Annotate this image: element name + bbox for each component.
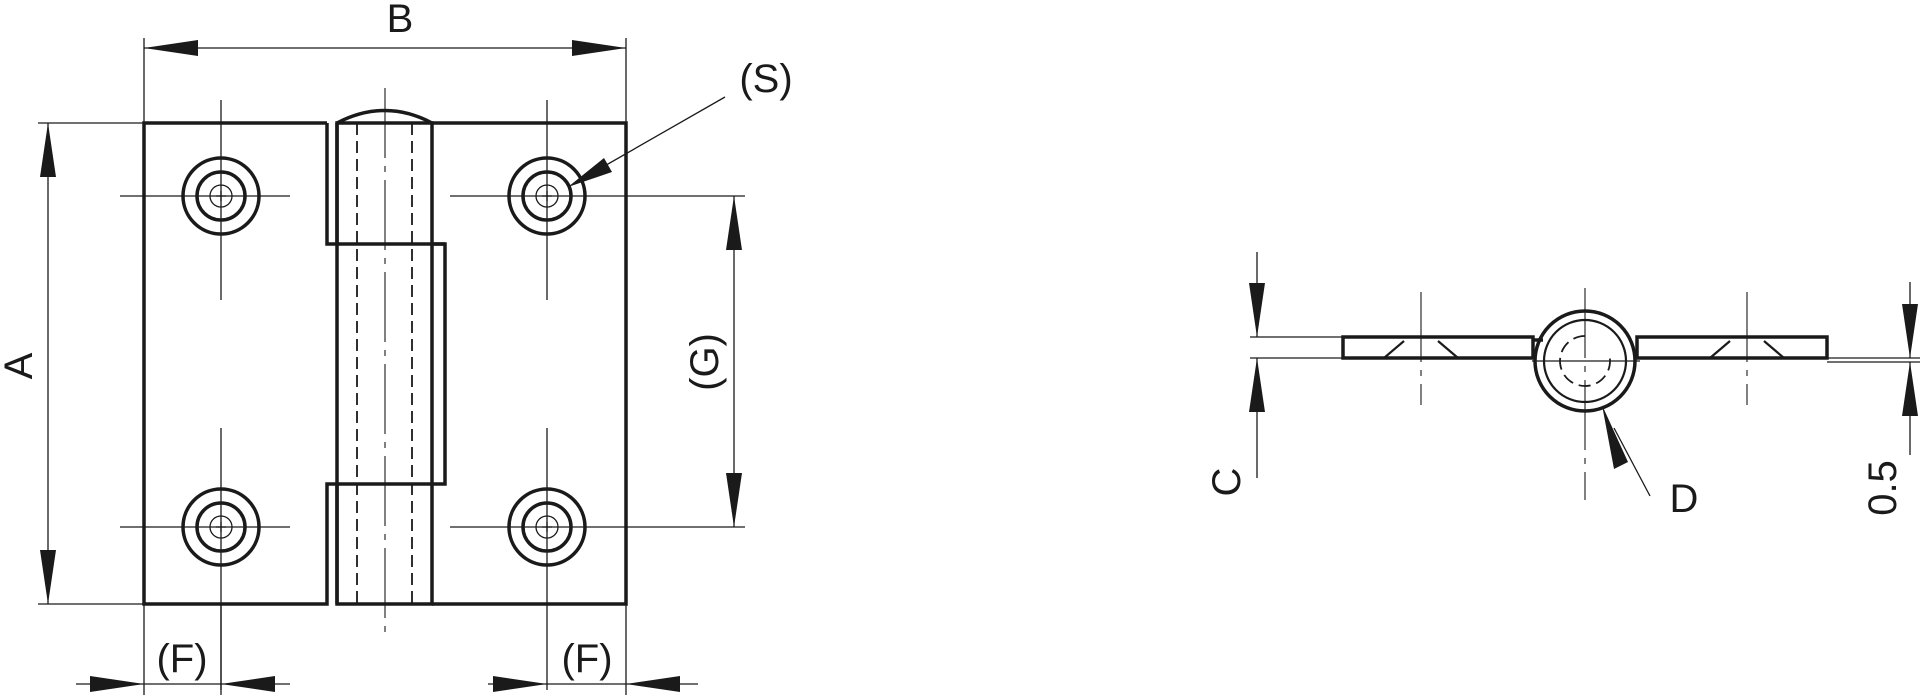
right-leaf-outline <box>432 121 628 606</box>
side-right-leaf <box>1635 335 1829 360</box>
dimension-c: C <box>1205 252 1343 496</box>
left-leaf-outline <box>142 121 434 606</box>
leader-s-label: (S) <box>739 57 792 101</box>
dimension-gap-label: 0.5 <box>1861 460 1905 516</box>
dimension-g-label: (G) <box>683 333 727 391</box>
dimension-c-label: C <box>1205 468 1249 497</box>
knuckle-middle-outline <box>432 242 447 486</box>
leader-s: (S) <box>568 57 793 187</box>
front-view: B A (G) (S) <box>0 0 793 695</box>
side-view: C 0.5 D <box>1205 252 1920 521</box>
dimension-gap: 0.5 <box>1827 282 1920 516</box>
side-pin-hidden <box>1559 335 1611 387</box>
side-centerlines <box>1420 288 1748 500</box>
side-left-leaf <box>1341 335 1535 360</box>
dimension-f-right: (F) <box>488 604 698 695</box>
dimension-b-label: B <box>387 0 414 41</box>
dimension-f-left-label: (F) <box>156 637 207 681</box>
dimension-f-left: (F) <box>76 604 290 695</box>
dimension-f-right-label: (F) <box>561 637 612 681</box>
dimension-g: (G) <box>683 196 742 527</box>
side-countersinks <box>1383 340 1785 359</box>
dimension-a: A <box>0 122 144 605</box>
dimension-a-label: A <box>0 352 41 379</box>
leader-d: D <box>1602 405 1698 521</box>
dimension-b: B <box>143 0 627 123</box>
leader-d-label: D <box>1670 477 1699 521</box>
hole-centerlines <box>120 100 745 690</box>
